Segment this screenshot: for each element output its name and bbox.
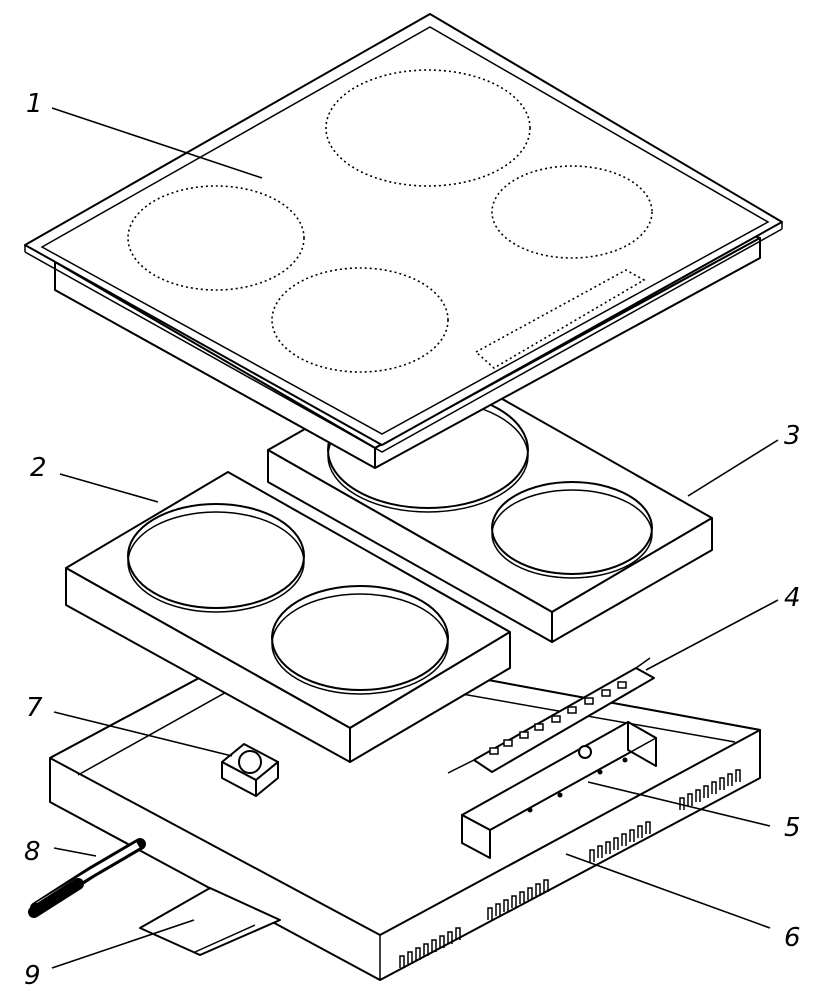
cooking-zone-back-large xyxy=(325,69,531,187)
control-pcb xyxy=(447,657,655,774)
leader-lines xyxy=(51,107,779,969)
mounting-bracket xyxy=(461,721,657,859)
control-panel-area xyxy=(474,269,646,369)
cooking-zone-left xyxy=(127,185,305,291)
vent-slots xyxy=(399,769,741,968)
callout-7: 7 xyxy=(26,693,43,723)
callout-6: 6 xyxy=(784,923,801,953)
callout-8: 8 xyxy=(24,837,41,867)
power-cable xyxy=(28,838,146,918)
callout-4: 4 xyxy=(784,583,801,613)
callout-3: 3 xyxy=(784,421,801,451)
cooking-zone-right xyxy=(491,165,653,259)
glass-ceramic-top xyxy=(24,13,783,469)
callout-5: 5 xyxy=(784,813,801,843)
callout-2: 2 xyxy=(30,453,47,483)
callout-9: 9 xyxy=(24,961,41,991)
callout-1: 1 xyxy=(26,89,43,119)
terminal-block xyxy=(221,743,279,797)
left-heating-unit xyxy=(65,471,511,763)
cooking-zone-front xyxy=(271,267,449,373)
bottom-bracket xyxy=(139,887,281,956)
